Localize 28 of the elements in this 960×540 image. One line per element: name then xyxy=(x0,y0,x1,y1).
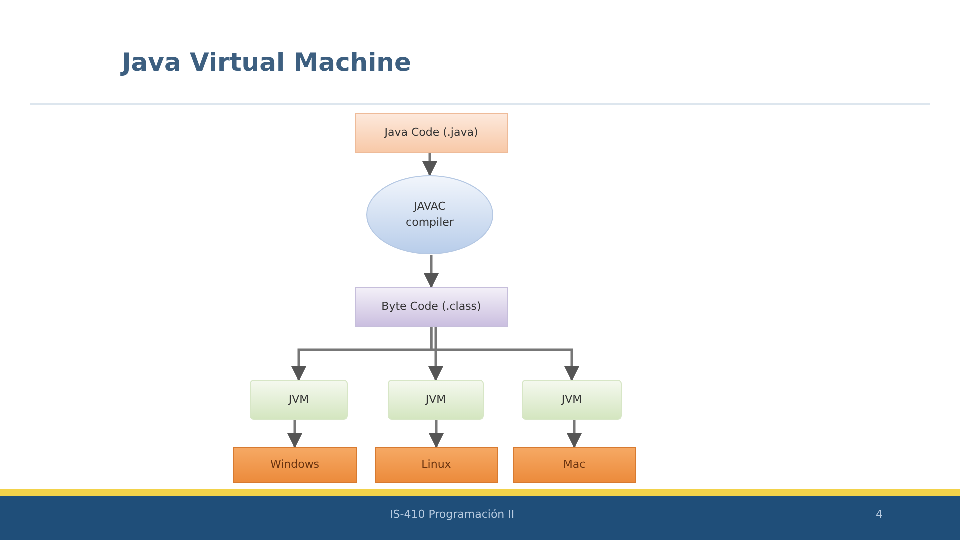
node-label: Mac xyxy=(563,456,586,473)
arrow xyxy=(422,153,438,176)
arrow xyxy=(428,327,444,382)
jvm-box xyxy=(250,380,348,420)
node-label: JVM xyxy=(562,392,582,408)
arrow xyxy=(430,327,580,382)
slide-title: Java Virtual Machine xyxy=(122,48,412,77)
os-box xyxy=(233,447,357,483)
os-box xyxy=(513,447,636,483)
arrow xyxy=(424,255,439,288)
bytecode-box xyxy=(355,287,508,327)
jvm-box xyxy=(388,380,484,420)
node-label: Linux xyxy=(422,456,452,473)
arrow xyxy=(429,420,444,448)
node-label: JVM xyxy=(288,392,310,408)
arrow xyxy=(567,420,582,448)
node-label: JVM xyxy=(426,392,446,408)
footer-text: IS-410 Programación II xyxy=(390,508,515,521)
source-code-box xyxy=(355,113,508,153)
node-label: Byte Code (.class) xyxy=(382,298,482,315)
page-number: 4 xyxy=(876,508,883,521)
node-label: Windows xyxy=(270,456,320,473)
os-box xyxy=(375,447,498,483)
node-label: compiler xyxy=(406,215,454,231)
jvm-box xyxy=(522,380,622,420)
node-label: JAVAC xyxy=(414,198,446,214)
arrow xyxy=(288,420,302,448)
node-label: Java Code (.java) xyxy=(384,124,478,141)
